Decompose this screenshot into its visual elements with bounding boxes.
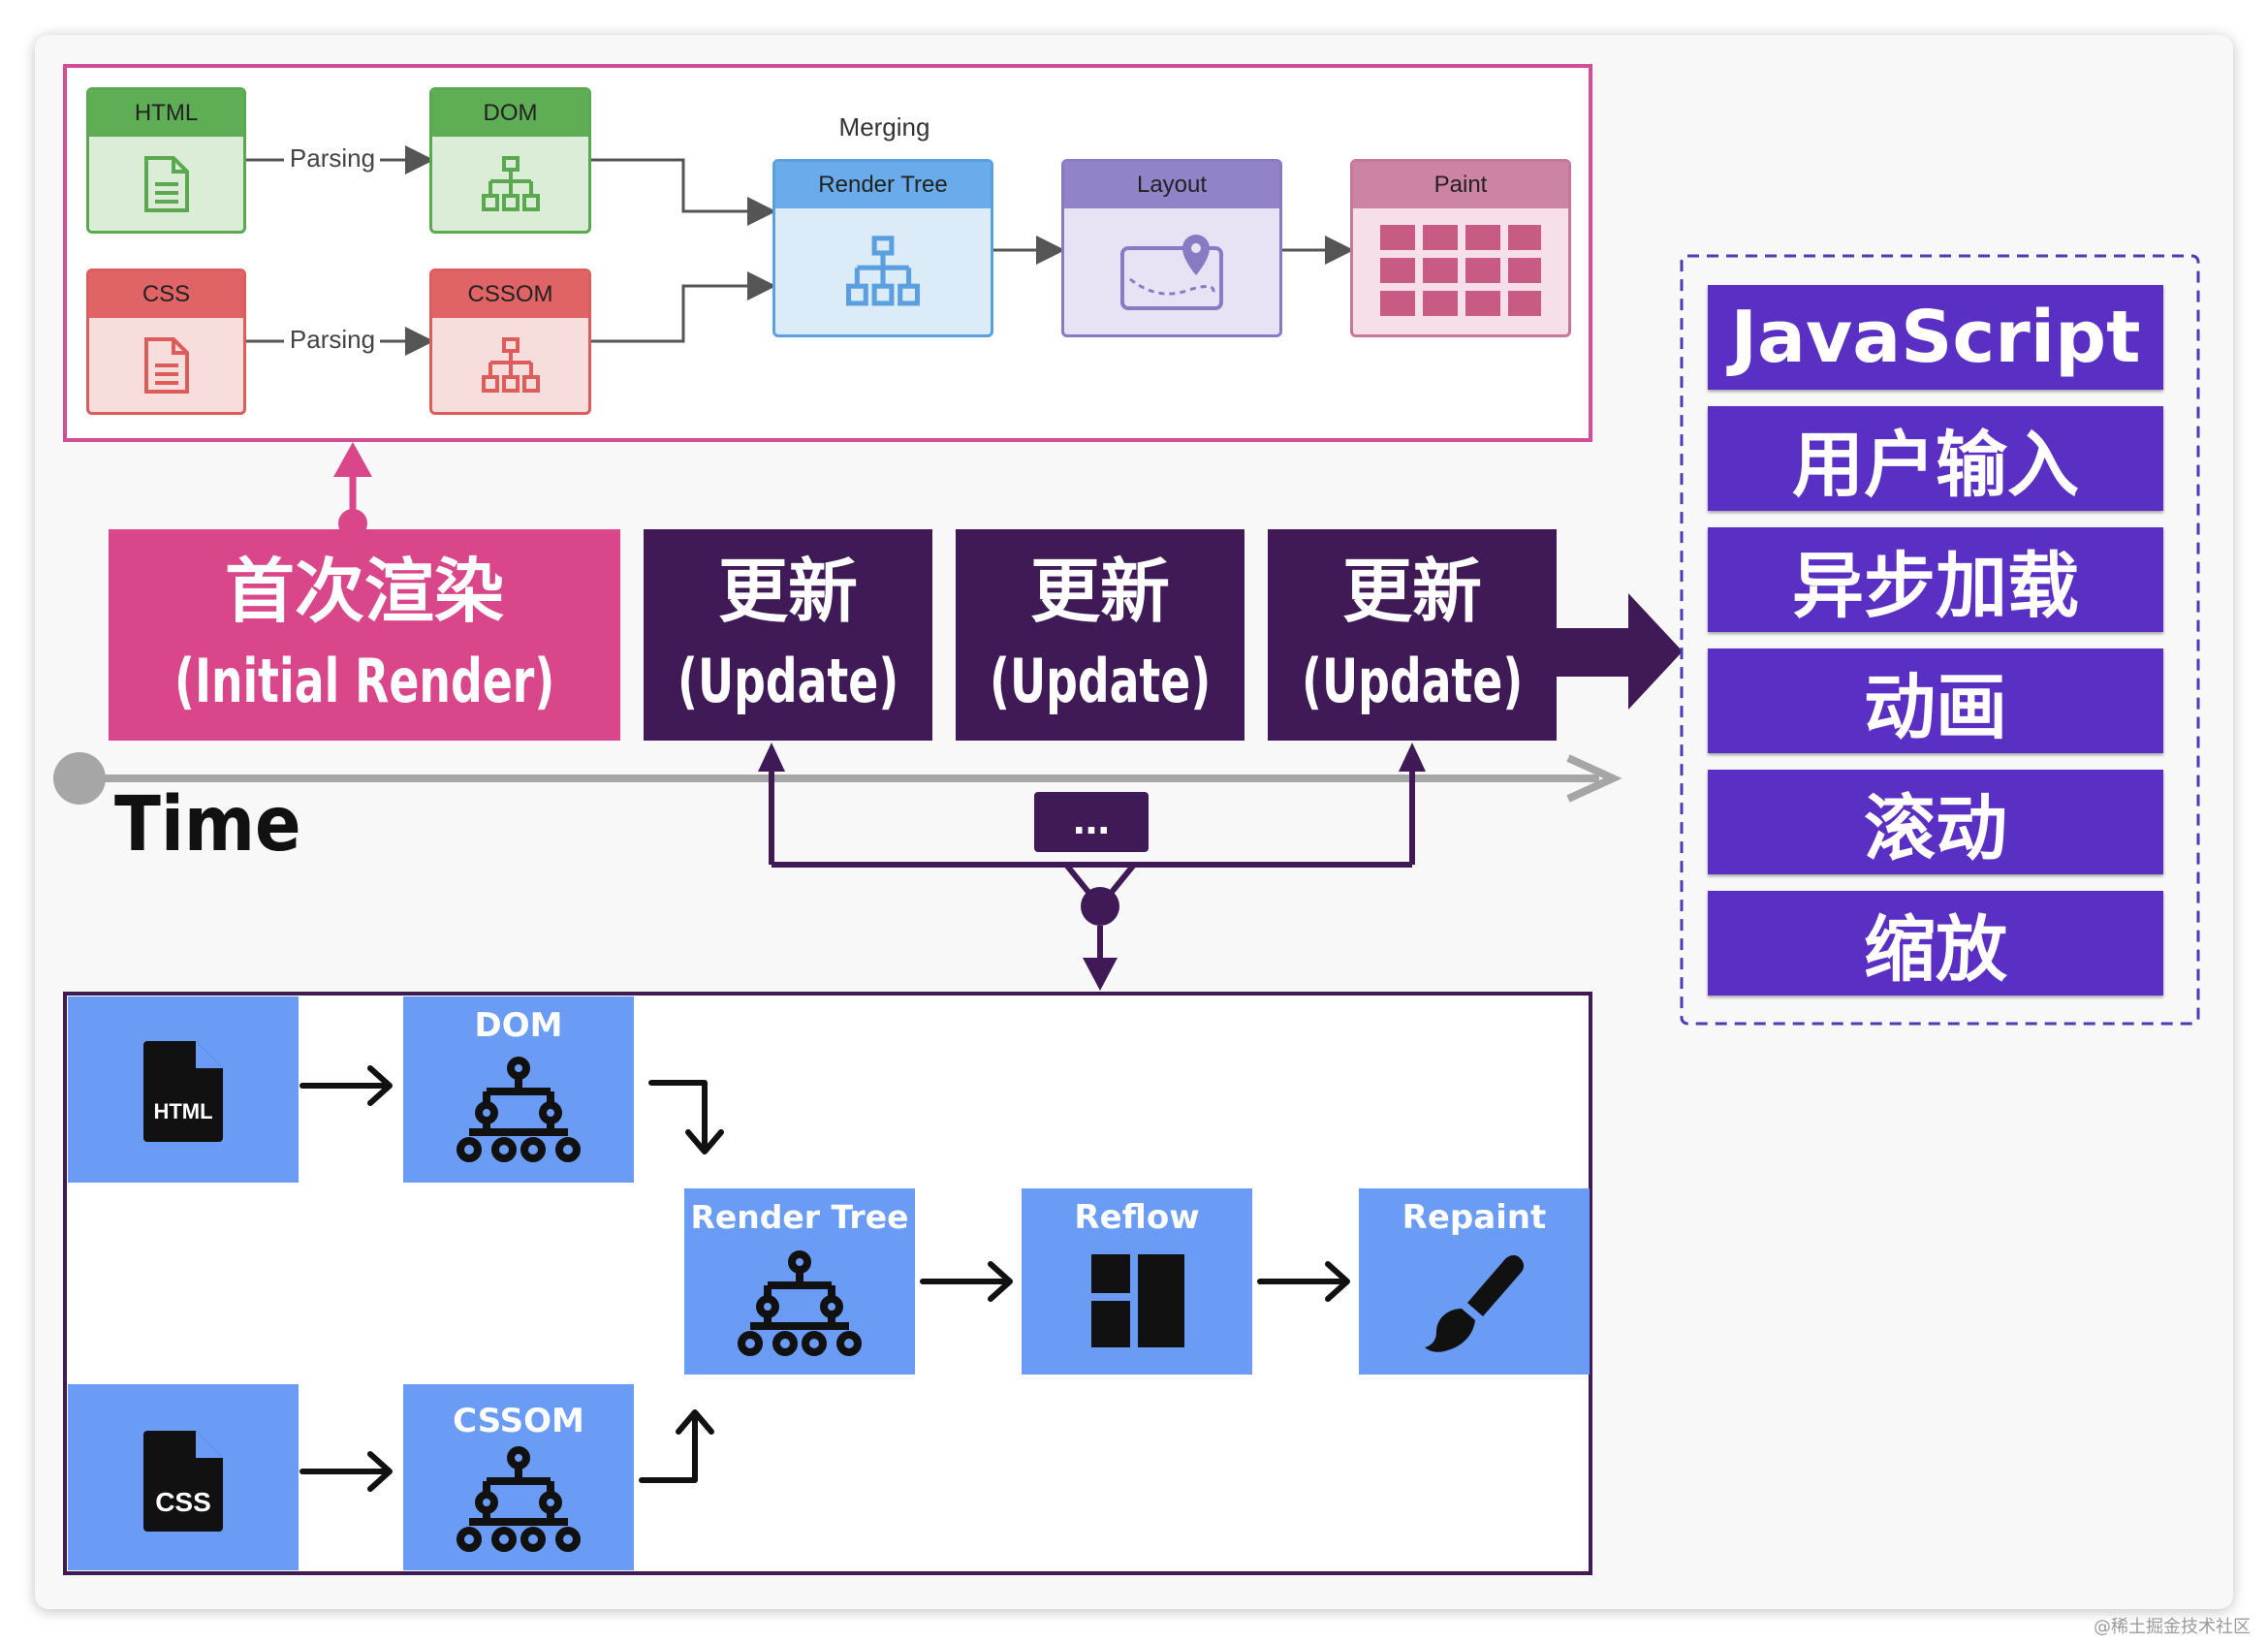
html-file-node: HTML <box>68 996 299 1183</box>
css-file-node: CSS <box>68 1384 299 1570</box>
css-file-icon <box>143 1431 223 1532</box>
initial-render-title: 首次渲染 <box>224 551 504 632</box>
css-node: CSS <box>86 269 246 415</box>
update-subtitle: (Update) <box>677 646 899 716</box>
html-file-label: HTML <box>153 1099 213 1123</box>
html-file-icon <box>143 1041 223 1142</box>
render-tree-label: Render Tree <box>690 1198 909 1236</box>
tree-icon <box>457 1446 581 1552</box>
layout-node-label: Layout <box>1064 162 1279 208</box>
map-pin-icon <box>1064 208 1279 334</box>
update-title: 更新 <box>1029 551 1170 632</box>
cssom-node-label: CSSOM <box>432 271 588 318</box>
dom-node: DOM <box>429 87 591 234</box>
parsing-label: Parsing <box>289 143 376 173</box>
event-scroll: 滚动 <box>1708 770 2163 874</box>
initial-render-subtitle: (Initial Render) <box>173 646 555 716</box>
paint-node-label: Paint <box>1353 162 1568 208</box>
event-zoom: 缩放 <box>1708 891 2163 996</box>
events-frame <box>1680 254 2200 1026</box>
render-tree-node: Render Tree <box>772 159 993 337</box>
merging-label: Merging <box>838 112 930 142</box>
tree-icon <box>457 1057 581 1162</box>
dom-node: DOM <box>403 996 634 1183</box>
css-file-label: CSS <box>155 1487 211 1517</box>
paintbrush-icon <box>1425 1255 1525 1352</box>
cssom-node: CSSOM <box>403 1384 634 1570</box>
update-subtitle: (Update) <box>989 646 1212 716</box>
update-stage: 更新 (Update) <box>644 529 932 741</box>
paint-node: Paint <box>1350 159 1571 337</box>
grid-icon <box>1353 208 1568 334</box>
ellipsis-badge: ... <box>1034 792 1149 852</box>
update-title: 更新 <box>1341 551 1482 632</box>
event-javascript: JavaScript <box>1708 285 2163 390</box>
update-title: 更新 <box>717 551 858 632</box>
document-icon <box>89 137 243 231</box>
initial-render-stage: 首次渲染 (Initial Render) <box>109 529 620 741</box>
time-axis-label: Time <box>114 781 301 869</box>
render-tree-node: Render Tree <box>684 1188 915 1375</box>
tree-icon <box>738 1250 862 1356</box>
reflow-label: Reflow <box>1074 1198 1200 1237</box>
event-user-input: 用户输入 <box>1708 406 2163 511</box>
layout-node: Layout <box>1061 159 1282 337</box>
html-node-label: HTML <box>89 90 243 137</box>
dom-label: DOM <box>474 1006 563 1045</box>
cssom-label: CSSOM <box>453 1402 584 1440</box>
event-animation: 动画 <box>1708 648 2163 753</box>
cssom-node: CSSOM <box>429 269 591 415</box>
update-stage: 更新 (Update) <box>956 529 1244 741</box>
tree-icon <box>432 137 588 231</box>
dom-node-label: DOM <box>432 90 588 137</box>
tree-icon <box>432 318 588 412</box>
layout-icon <box>1091 1254 1184 1347</box>
update-stage: 更新 (Update) <box>1268 529 1557 741</box>
render-tree-node-label: Render Tree <box>775 162 991 208</box>
watermark: @稀土掘金技术社区 <box>2094 1617 2251 1637</box>
css-node-label: CSS <box>89 271 243 318</box>
event-async-load: 异步加载 <box>1708 527 2163 632</box>
html-node: HTML <box>86 87 246 234</box>
repaint-label: Repaint <box>1402 1198 1547 1237</box>
tree-icon <box>775 208 991 334</box>
repaint-node: Repaint <box>1359 1188 1590 1375</box>
document-icon <box>89 318 243 412</box>
reflow-node: Reflow <box>1022 1188 1252 1375</box>
update-subtitle: (Update) <box>1301 646 1524 716</box>
parsing-label: Parsing <box>289 325 376 354</box>
